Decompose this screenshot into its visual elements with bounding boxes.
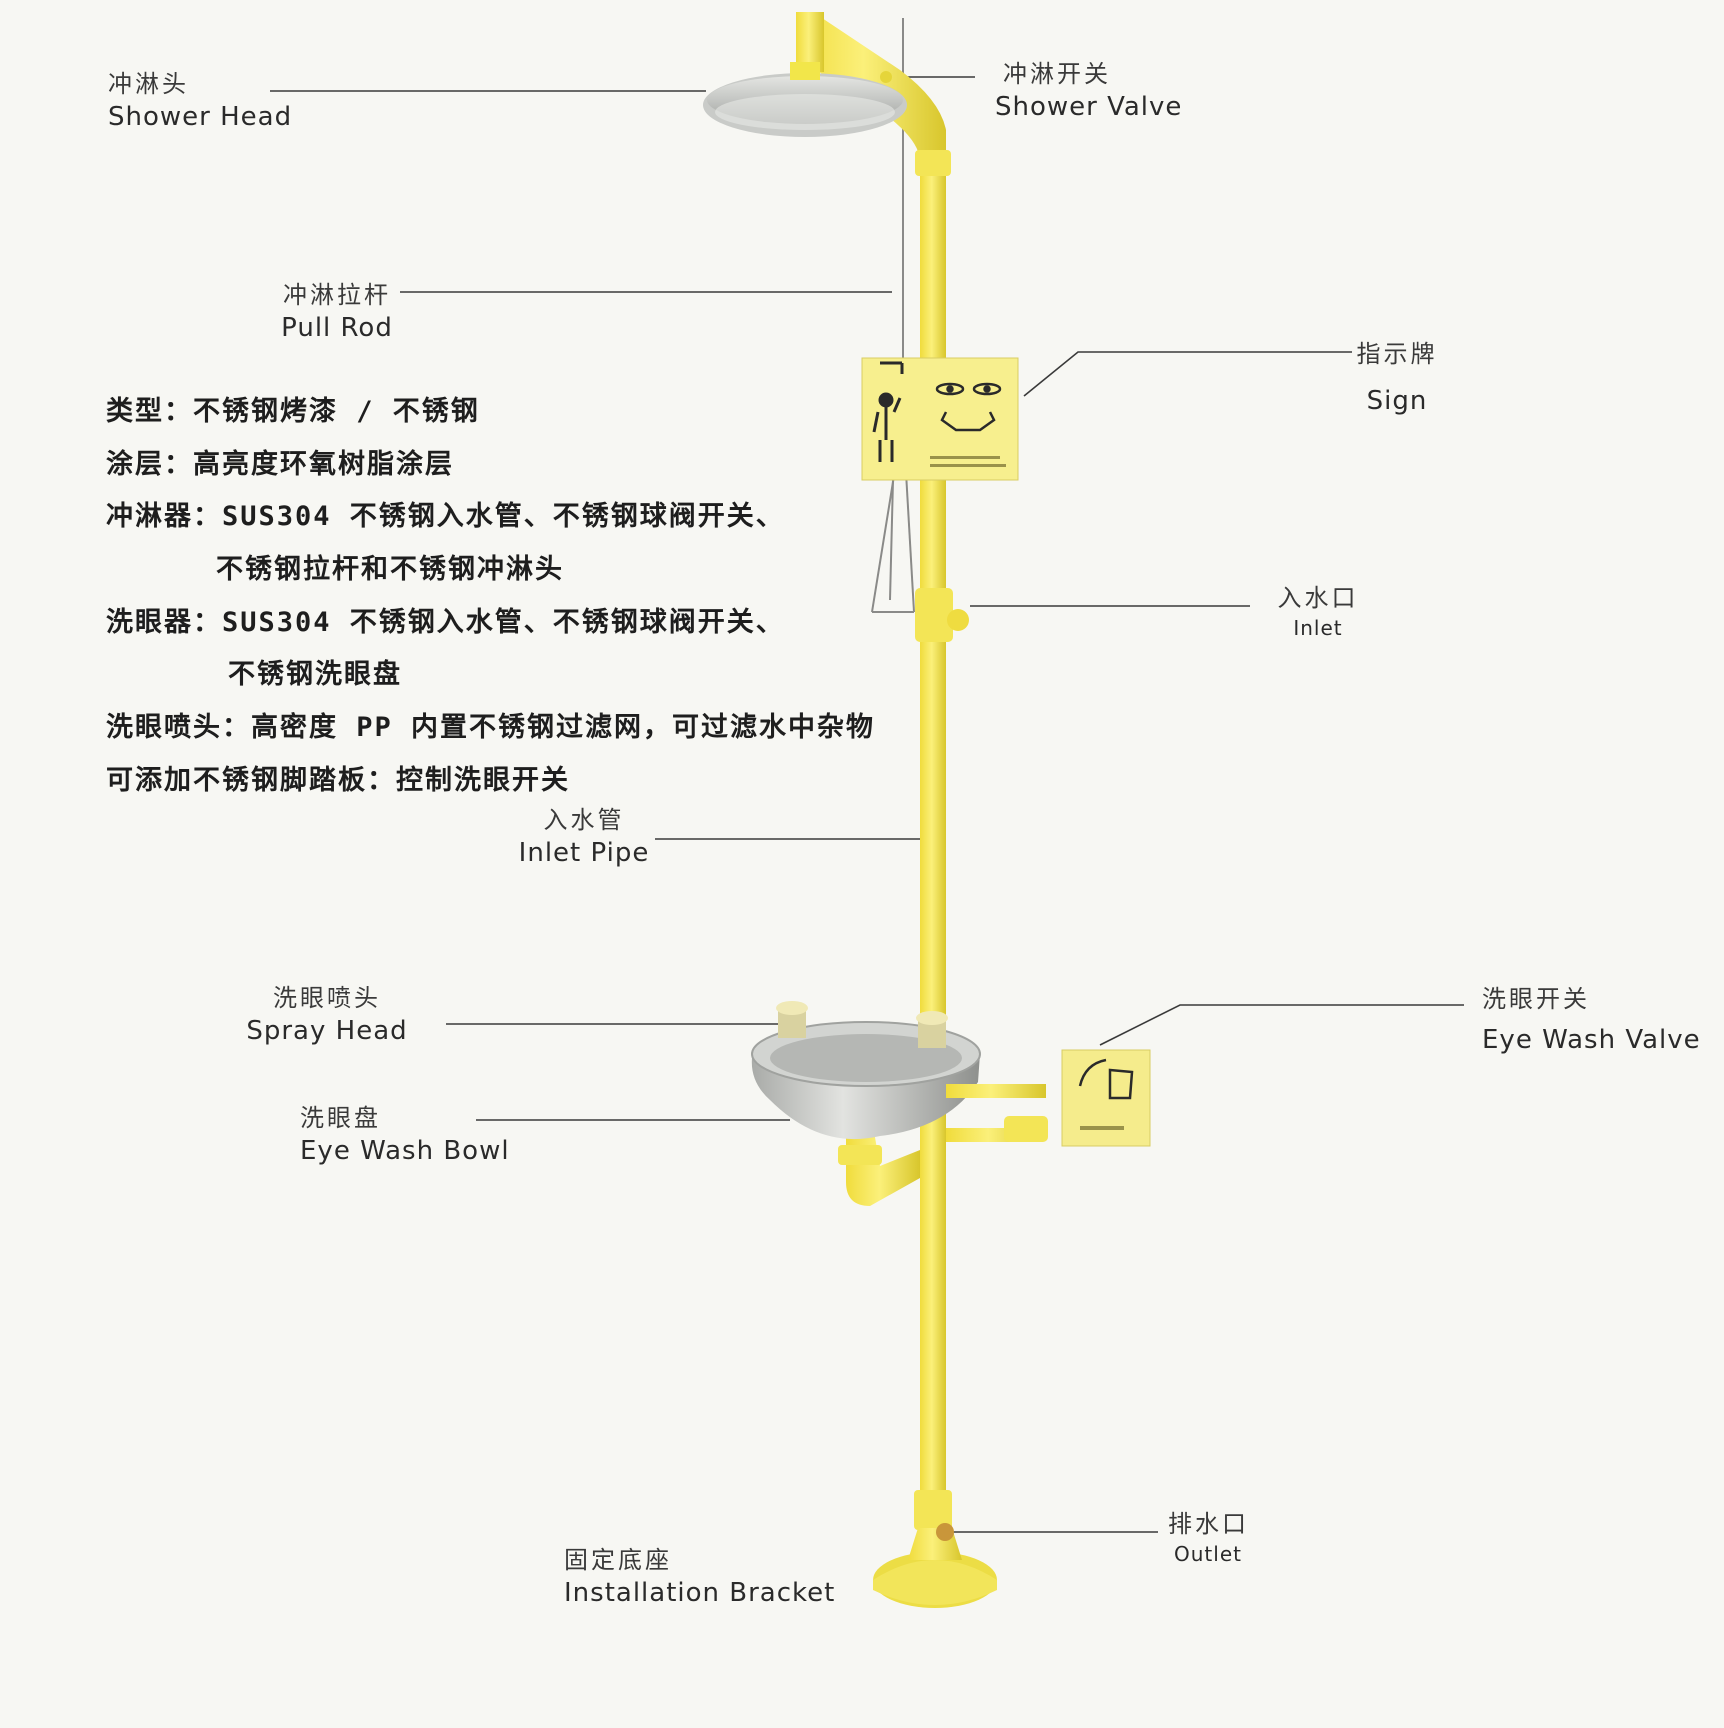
bowl-inner	[770, 1034, 962, 1082]
leader-eye-wash-valve	[1099, 1004, 1464, 1046]
label-inlet: 入水口 Inlet	[1266, 586, 1370, 638]
eye-wash-assembly	[751, 1001, 1151, 1206]
leader-lines	[270, 76, 1464, 1533]
spec-spray-head: 洗眼喷头：高密度 PP 内置不锈钢过滤网，可过滤水中杂物	[106, 712, 876, 744]
shower-head	[703, 62, 907, 137]
spec-coating: 涂层：高亮度环氧树脂涂层	[106, 448, 454, 480]
label-inlet-pipe-en: Inlet Pipe	[518, 838, 650, 868]
label-eye-wash-valve-cn: 洗眼开关	[1482, 985, 1590, 1013]
label-pull-rod-cn: 冲淋拉杆	[283, 281, 391, 309]
installation-bracket	[873, 1490, 997, 1608]
inlet-icon	[947, 609, 969, 631]
drain-coupling	[838, 1145, 882, 1165]
label-inlet-pipe: 入水管 Inlet Pipe	[514, 808, 654, 866]
label-shower-head: 冲淋头 Shower Head	[108, 72, 292, 130]
label-eye-wash-valve-en: Eye Wash Valve	[1482, 1025, 1701, 1055]
label-spray-head: 洗眼喷头 Spray Head	[244, 986, 410, 1044]
eye-wash-valve-plate	[1061, 1049, 1151, 1147]
label-installation-bracket-cn: 固定底座	[564, 1546, 672, 1574]
spec-eye-wash-continued: 不锈钢洗眼盘	[228, 659, 402, 691]
valve-feed-pipe-top	[946, 1084, 1046, 1098]
label-eye-wash-bowl-cn: 洗眼盘	[300, 1104, 381, 1132]
label-eye-wash-bowl: 洗眼盘 Eye Wash Bowl	[300, 1106, 510, 1164]
pipe-joint-inlet	[915, 588, 953, 642]
inlet-pipe	[920, 150, 946, 1520]
label-inlet-en: Inlet	[1293, 616, 1343, 640]
label-shower-valve-en: Shower Valve	[995, 92, 1183, 122]
pipe-joint-top	[915, 150, 951, 176]
spec-shower: 冲淋器：SUS304 不锈钢入水管、不锈钢球阀开关、	[106, 501, 785, 533]
label-pull-rod-en: Pull Rod	[281, 313, 393, 343]
label-shower-valve-cn: 冲淋开关	[1003, 60, 1111, 88]
label-inlet-pipe-cn: 入水管	[543, 806, 625, 834]
label-installation-bracket-en: Installation Bracket	[564, 1578, 836, 1608]
shower-person-icon	[872, 361, 904, 462]
label-sign-cn: 指示牌	[1356, 340, 1438, 368]
drain-pipe	[846, 1120, 920, 1206]
push-hand-icon	[1078, 1058, 1134, 1100]
label-eye-wash-bowl-en: Eye Wash Bowl	[300, 1136, 510, 1166]
spec-list: 类型：不锈钢烤漆 / 不锈钢 涂层：高亮度环氧树脂涂层 冲淋器：SUS304 不…	[106, 392, 875, 814]
spec-eye-wash: 洗眼器：SUS304 不锈钢入水管、不锈钢球阀开关、	[106, 606, 785, 638]
label-spray-head-en: Spray Head	[246, 1016, 408, 1046]
label-sign: 指示牌 Sign	[1352, 342, 1442, 414]
label-sign-en: Sign	[1366, 386, 1428, 416]
label-spray-head-cn: 洗眼喷头	[273, 984, 381, 1012]
label-shower-head-en: Shower Head	[108, 102, 293, 132]
sign-board	[861, 357, 1019, 481]
outlet-icon	[936, 1523, 954, 1541]
shower-valve-icon	[880, 71, 892, 83]
spec-foot-pedal: 可添加不锈钢脚踏板：控制洗眼开关	[106, 764, 570, 796]
spec-shower-continued: 不锈钢拉杆和不锈钢冲淋头	[216, 554, 564, 586]
spec-type: 类型：不锈钢烤漆 / 不锈钢	[106, 396, 480, 427]
label-outlet-en: Outlet	[1174, 1542, 1242, 1566]
label-outlet-cn: 排水口	[1168, 1510, 1249, 1538]
eye-face-icon	[935, 382, 1002, 432]
label-installation-bracket: 固定底座 Installation Bracket	[564, 1548, 835, 1606]
label-eye-wash-valve: 洗眼开关 Eye Wash Valve	[1482, 987, 1701, 1053]
label-shower-head-cn: 冲淋头	[108, 70, 189, 98]
label-shower-valve: 冲淋开关 Shower Valve	[995, 62, 1182, 120]
label-outlet: 排水口 Outlet	[1168, 1512, 1248, 1564]
label-pull-rod: 冲淋拉杆 Pull Rod	[272, 283, 402, 341]
label-inlet-cn: 入水口	[1277, 584, 1359, 612]
leader-sign	[1023, 351, 1352, 397]
